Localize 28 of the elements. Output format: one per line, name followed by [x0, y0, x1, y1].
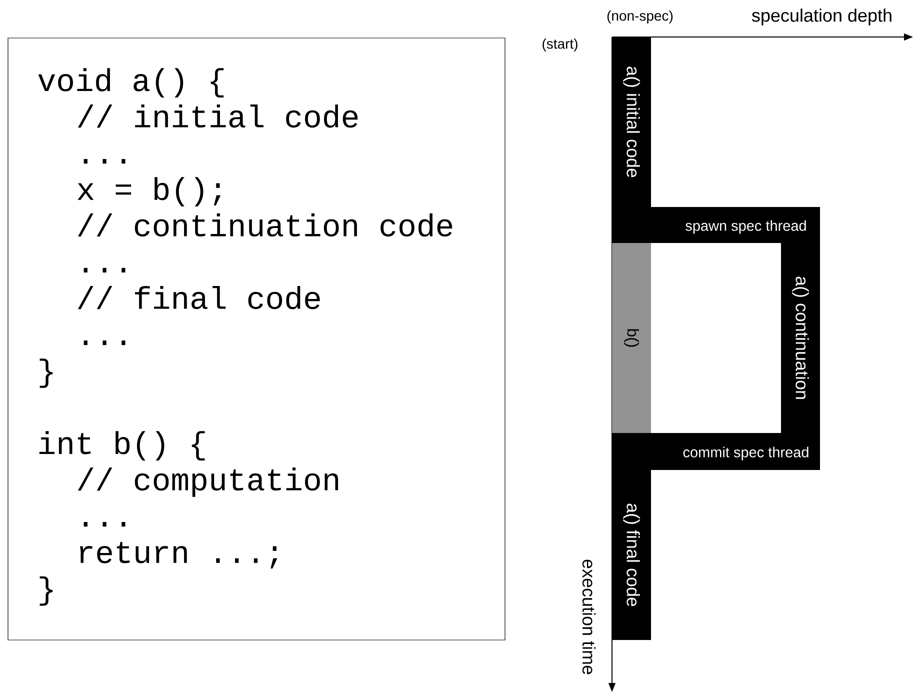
code-line: // initial code [78, 104, 358, 128]
spec-segment: b() [612, 243, 651, 433]
node-label: a() final code [623, 504, 640, 606]
axis-label: speculation depth [752, 8, 892, 26]
code-line: } [40, 358, 53, 388]
code-line: } [40, 576, 53, 606]
code-segment: a() continuation [781, 243, 820, 433]
node-label: a() continuation [792, 276, 809, 399]
code-segment: a() initial code [612, 37, 651, 207]
thread-bar: commit spec thread [612, 433, 820, 470]
code-line: // computation [78, 467, 338, 497]
code-line: ... [84, 159, 126, 164]
code-line: // final code [78, 286, 320, 310]
code-line: x = b(); [78, 177, 221, 206]
code-line: return ...; [80, 542, 278, 568]
code-line: void a() { [38, 68, 224, 98]
code-box [8, 38, 506, 640]
code-line: // continuation code [78, 213, 452, 237]
code-line: ... [84, 268, 126, 272]
thread-bar: spawn spec thread [612, 207, 820, 243]
code-line: int b() { [39, 431, 205, 461]
axis-label: (start) [542, 38, 578, 52]
axis-label: (non-spec) [607, 10, 673, 24]
axis-label: execution time [582, 560, 596, 674]
code-line: ... [84, 522, 126, 527]
code-line: ... [84, 340, 126, 346]
code-segment: a() final code [612, 470, 651, 640]
node-label: a() initial code [623, 66, 640, 178]
